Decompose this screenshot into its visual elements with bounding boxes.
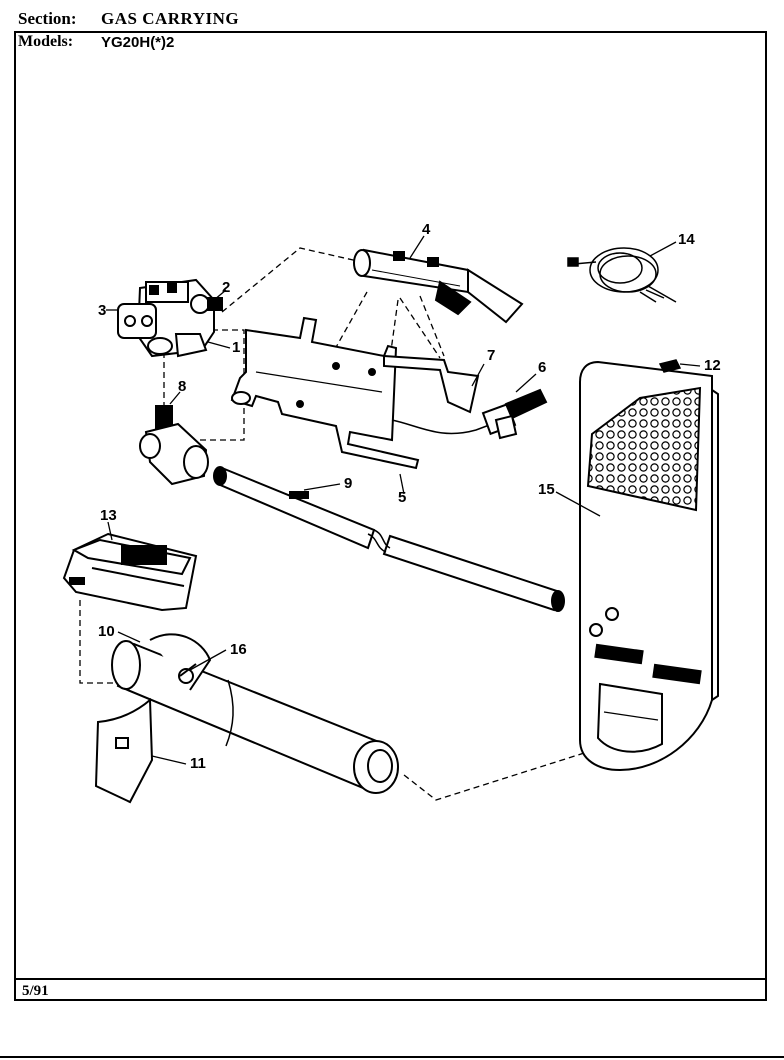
callouts: 1 2 3 4 5 6 7 8 9 10 11 12 13 14 15 16 bbox=[98, 221, 721, 772]
callout-10: 10 bbox=[98, 623, 115, 640]
section-value: GAS CARRYING bbox=[101, 9, 240, 28]
callout-12: 12 bbox=[704, 357, 721, 374]
small-clip bbox=[658, 359, 682, 373]
gas-pipe bbox=[213, 466, 565, 612]
igniter bbox=[391, 388, 548, 440]
callout-15: 15 bbox=[538, 481, 555, 498]
callout-13: 13 bbox=[100, 507, 117, 524]
diagram-frame bbox=[14, 31, 767, 1001]
callout-1: 1 bbox=[232, 339, 240, 356]
callout-7: 7 bbox=[487, 347, 495, 364]
callout-4: 4 bbox=[422, 221, 431, 238]
callout-5: 5 bbox=[398, 489, 406, 506]
footer-divider bbox=[14, 978, 767, 980]
callout-14: 14 bbox=[678, 231, 695, 248]
callout-11: 11 bbox=[190, 755, 206, 772]
section-label: Section: bbox=[18, 9, 77, 28]
burner-orifice bbox=[139, 405, 209, 486]
combustion-chamber bbox=[111, 633, 399, 794]
callout-6: 6 bbox=[538, 359, 546, 376]
callout-3: 3 bbox=[98, 302, 106, 319]
support-bracket bbox=[94, 697, 154, 804]
wire-harness bbox=[567, 247, 677, 303]
bottom-rule bbox=[0, 1056, 784, 1058]
models-value: YG20H(*)2 bbox=[101, 34, 175, 51]
callout-8-a: 8 bbox=[178, 378, 186, 395]
leader-lines bbox=[106, 235, 701, 765]
rear-panel bbox=[579, 360, 719, 772]
burner-assembly bbox=[353, 248, 524, 324]
callout-16: 16 bbox=[230, 641, 247, 658]
small-bracket bbox=[383, 354, 480, 414]
gas-valve bbox=[117, 278, 223, 358]
burner-housing bbox=[62, 532, 198, 612]
callout-9: 9 bbox=[344, 475, 352, 492]
mounting-bracket bbox=[230, 316, 420, 470]
models-label: Models: bbox=[18, 33, 74, 50]
revision-date: 5/91 bbox=[22, 983, 49, 999]
callout-2: 2 bbox=[222, 279, 230, 296]
